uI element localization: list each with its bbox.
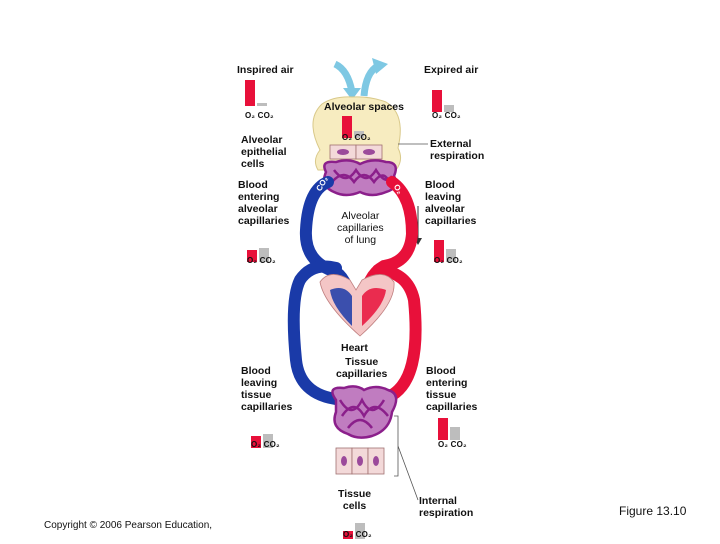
gas-chip bbox=[251, 422, 273, 453]
tissue-cells-label: Tissue cells bbox=[338, 488, 372, 512]
expired-air-label: Expired air bbox=[424, 64, 479, 76]
co2-level-bar bbox=[263, 434, 273, 448]
gas-legend-tissue-cells: O₂ CO₂ bbox=[343, 530, 372, 539]
heart-right-chamber bbox=[362, 288, 386, 326]
o2-level-bar bbox=[432, 90, 442, 112]
tissue-capillaries-label: Tissue capillaries bbox=[336, 356, 388, 380]
tissue-capillary-mesh bbox=[338, 397, 389, 429]
co2-level-bar bbox=[354, 131, 364, 138]
co2-level-bar bbox=[450, 427, 460, 440]
tissue-cell-nucleus-3 bbox=[373, 456, 379, 466]
external-respiration-label: External respiration bbox=[430, 138, 485, 162]
internal-respiration-label: Internal respiration bbox=[419, 495, 474, 519]
o2-level-bar bbox=[343, 531, 353, 539]
alveolar-epithelial-cells-label: Alveolar epithelial cells bbox=[241, 134, 287, 170]
gas-chip bbox=[434, 236, 456, 267]
co2-level-bar bbox=[259, 248, 269, 262]
gas-chip bbox=[438, 414, 460, 445]
blood-entering-alveolar-label: Blood entering alveolar capillaries bbox=[238, 179, 290, 227]
co2-level-bar bbox=[446, 249, 456, 262]
blood-leaving-alveolar-label: Blood leaving alveolar capillaries bbox=[425, 179, 477, 227]
deoxygenated-vessel-from-tissue bbox=[287, 260, 352, 406]
gas-chip bbox=[245, 80, 267, 111]
alveolar-spaces-label: Alveolar spaces bbox=[324, 101, 404, 113]
gas-chip bbox=[343, 513, 365, 544]
co2-level-bar bbox=[355, 523, 365, 539]
expired-air-arrowhead bbox=[372, 58, 388, 74]
heart-label: Heart bbox=[341, 342, 368, 354]
copyright-notice: Copyright © 2006 Pearson Education, bbox=[44, 520, 213, 531]
epithelial-nucleus-right bbox=[363, 149, 375, 155]
gas-chip bbox=[342, 112, 364, 143]
gas-legend-blood-entering-alveolar: O₂ CO₂ bbox=[247, 256, 276, 265]
gas-legend-inspired: O₂ CO₂ bbox=[245, 111, 274, 120]
o2-tag-lungs: O₂ bbox=[392, 183, 405, 196]
o2-level-bar bbox=[438, 418, 448, 440]
alveolar-capillaries-label: Alveolar capillaries of lung bbox=[337, 210, 384, 246]
gas-legend-blood-leaving-tissue: O₂ CO₂ bbox=[251, 440, 280, 449]
gas-chip bbox=[432, 86, 454, 117]
gas-legend-alveolar: O₂ CO₂ bbox=[342, 133, 371, 142]
co2-level-bar bbox=[444, 105, 454, 112]
gas-chip bbox=[247, 236, 269, 267]
alveolar-capillary-mesh bbox=[331, 167, 394, 185]
gas-legend-expired: O₂ CO₂ bbox=[432, 111, 461, 120]
inspired-air-arrowhead bbox=[343, 88, 361, 100]
internal-respiration-bracket bbox=[394, 415, 419, 501]
o2-tag-tissue: O₂ bbox=[380, 370, 393, 383]
heart-left-chamber bbox=[330, 288, 352, 326]
co2-tag-tissue: CO₂ bbox=[316, 373, 334, 389]
blood-leaving-tissue-label: Blood leaving tissue capillaries bbox=[241, 365, 293, 413]
tissue-cell-nucleus-1 bbox=[341, 456, 347, 466]
figure-caption: Figure 13.10 bbox=[619, 504, 687, 518]
gas-legend-blood-leaving-alveolar: O₂ CO₂ bbox=[434, 256, 463, 265]
tissue-cell-nucleus-2 bbox=[357, 456, 363, 466]
co2-level-bar bbox=[257, 103, 267, 106]
oxygenated-vessel-to-tissue bbox=[372, 264, 422, 406]
o2-level-bar bbox=[251, 436, 261, 448]
o2-level-bar bbox=[245, 80, 255, 106]
o2-level-bar bbox=[247, 250, 257, 262]
inspired-air-arrow bbox=[333, 60, 356, 93]
o2-level-bar bbox=[434, 240, 444, 262]
alveolar-capillary-bed bbox=[323, 159, 397, 197]
blood-entering-tissue-label: Blood entering tissue capillaries bbox=[426, 365, 478, 413]
heart bbox=[319, 274, 395, 337]
o2-level-bar bbox=[342, 116, 352, 138]
gas-legend-blood-entering-tissue: O₂ CO₂ bbox=[438, 440, 467, 449]
inspired-air-label: Inspired air bbox=[237, 64, 294, 76]
epithelial-nucleus-left bbox=[337, 149, 349, 155]
tissue-capillary-bed bbox=[331, 385, 398, 439]
